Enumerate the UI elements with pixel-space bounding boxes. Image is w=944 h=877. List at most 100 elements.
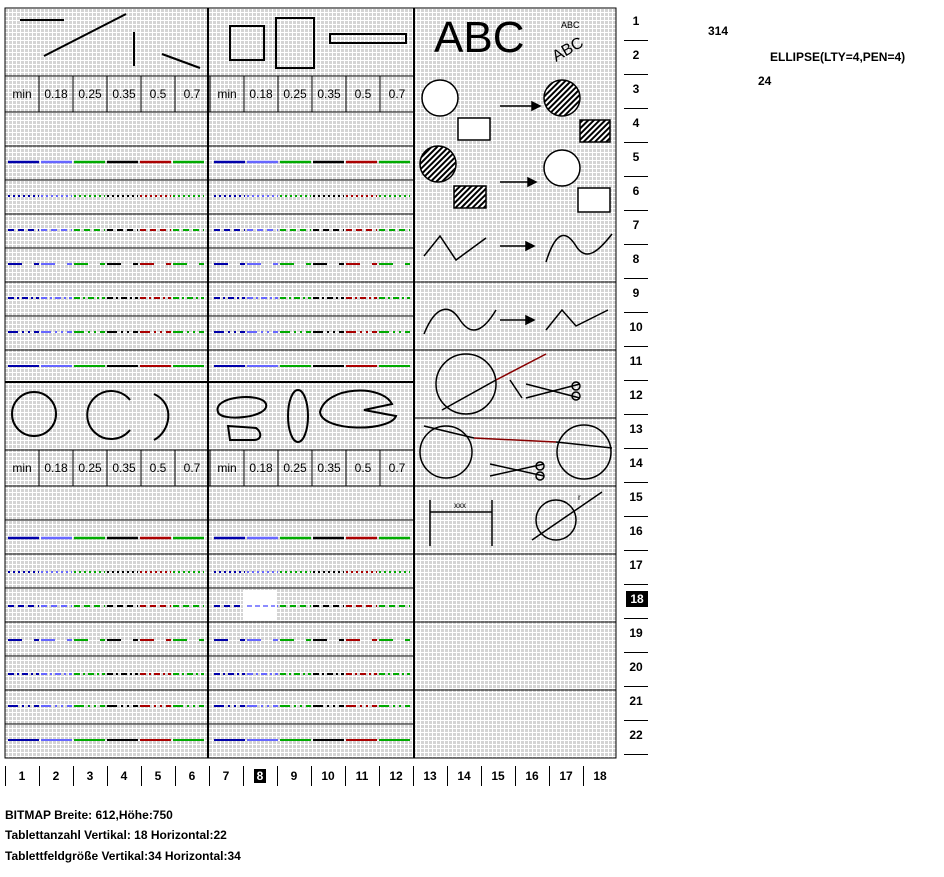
column-label-text: 17 <box>559 769 573 783</box>
column-label-8[interactable]: 8 <box>243 768 277 784</box>
column-label-5[interactable]: 5 <box>141 768 175 784</box>
column-label-17[interactable]: 17 <box>549 768 583 784</box>
row-label-6[interactable]: 6 <box>632 184 640 198</box>
polyline-to-curve-tool[interactable] <box>423 233 613 263</box>
pen-width-top-left-1[interactable]: 0.18 <box>44 87 68 101</box>
column-label-text: 5 <box>154 769 162 783</box>
row-label-10[interactable]: 10 <box>629 320 643 334</box>
row-label-19[interactable]: 19 <box>629 626 643 640</box>
row-label-2[interactable]: 2 <box>632 48 640 62</box>
fill-circle-tool[interactable] <box>421 79 611 143</box>
pen-width-top-mid-2[interactable]: 0.25 <box>283 87 307 101</box>
row-label-12[interactable]: 12 <box>629 388 643 402</box>
column-label-14[interactable]: 14 <box>447 768 481 784</box>
tablet-bitmap[interactable]: min 0.18 0.25 0.35 0.5 0.7 min 0.18 0.25 0.35 0.5 0… <box>0 0 620 762</box>
column-label-text: 3 <box>86 769 94 783</box>
row-label-8[interactable]: 8 <box>632 252 640 266</box>
dimension-tool[interactable]: xxx r <box>429 491 603 546</box>
row-label-11[interactable]: 11 <box>629 354 643 368</box>
pen-width-bottom-left-1[interactable]: 0.18 <box>44 461 68 475</box>
column-label-12[interactable]: 12 <box>379 768 413 784</box>
two-circles-cut-tool[interactable] <box>419 424 613 481</box>
pen-width-bottom-left-4[interactable]: 0.5 <box>150 461 167 475</box>
column-label-4[interactable]: 4 <box>107 768 141 784</box>
column-tick <box>141 766 142 786</box>
row-separator <box>624 618 648 619</box>
column-label-15[interactable]: 15 <box>481 768 515 784</box>
column-tick <box>209 766 210 786</box>
curve-to-polyline-tool[interactable] <box>423 308 609 335</box>
text-tool-big[interactable]: ABC <box>434 13 524 62</box>
circle-arc-tools[interactable] <box>11 390 170 441</box>
pen-width-top-left-4[interactable]: 0.5 <box>150 87 167 101</box>
row-separator <box>624 176 648 177</box>
pen-width-bottom-mid-3[interactable]: 0.35 <box>317 461 341 475</box>
column-tick <box>413 766 414 786</box>
pen-width-top-left-2[interactable]: 0.25 <box>78 87 102 101</box>
row-label-3[interactable]: 3 <box>632 82 640 96</box>
rectangle-tool-icons[interactable] <box>229 17 407 69</box>
column-label-16[interactable]: 16 <box>515 768 549 784</box>
pen-width-bottom-mid-1[interactable]: 0.18 <box>249 461 273 475</box>
pen-width-top-mid-0[interactable]: min <box>217 87 236 101</box>
column-label-7[interactable]: 7 <box>209 768 243 784</box>
column-label-1[interactable]: 1 <box>5 768 39 784</box>
column-tick <box>39 766 40 786</box>
row-separator <box>624 312 648 313</box>
row-label-18[interactable]: 18 <box>626 591 648 607</box>
column-label-11[interactable]: 11 <box>345 768 379 784</box>
line-tool-icons[interactable] <box>20 13 201 69</box>
row-separator <box>624 40 648 41</box>
column-label-10[interactable]: 10 <box>311 768 345 784</box>
row-label-9[interactable]: 9 <box>632 286 640 300</box>
pen-width-top-left-3[interactable]: 0.35 <box>112 87 136 101</box>
column-label-text: 1 <box>18 769 26 783</box>
column-label-2[interactable]: 2 <box>39 768 73 784</box>
ellipse-tools[interactable] <box>216 389 398 443</box>
unfill-circle-tool[interactable] <box>419 145 611 213</box>
row-label-22[interactable]: 22 <box>629 728 643 742</box>
pen-width-top-mid-1[interactable]: 0.18 <box>249 87 273 101</box>
column-label-text: 2 <box>52 769 60 783</box>
column-label-9[interactable]: 9 <box>277 768 311 784</box>
row-label-17[interactable]: 17 <box>629 558 643 572</box>
row-label-14[interactable]: 14 <box>629 456 643 470</box>
row-label-5[interactable]: 5 <box>632 150 640 164</box>
column-label-6[interactable]: 6 <box>175 768 209 784</box>
pen-width-bottom-left-0[interactable]: min <box>12 461 31 475</box>
row-separator <box>624 652 648 653</box>
row-label-1[interactable]: 1 <box>632 14 640 28</box>
svg-text:xxx: xxx <box>454 501 466 510</box>
row-label-4[interactable]: 4 <box>632 116 640 130</box>
pen-width-top-left-0[interactable]: min <box>12 87 31 101</box>
row-label-15[interactable]: 15 <box>629 490 643 504</box>
pen-width-bottom-left-2[interactable]: 0.25 <box>78 461 102 475</box>
row-label-20[interactable]: 20 <box>629 660 643 674</box>
row-separator <box>624 584 648 585</box>
column-label-text: 10 <box>321 769 335 783</box>
pen-width-top-mid-4[interactable]: 0.5 <box>355 87 372 101</box>
pen-width-bottom-left-5[interactable]: 0.7 <box>184 461 201 475</box>
column-label-18[interactable]: 18 <box>583 768 617 784</box>
pen-width-top-mid-5[interactable]: 0.7 <box>389 87 406 101</box>
row-label-21[interactable]: 21 <box>629 694 643 708</box>
row-separator <box>624 550 648 551</box>
row-label-13[interactable]: 13 <box>629 422 643 436</box>
circle-cut-tool[interactable] <box>435 353 581 415</box>
row-separator <box>624 414 648 415</box>
row-separator <box>624 516 648 517</box>
column-label-13[interactable]: 13 <box>413 768 447 784</box>
pen-width-bottom-mid-2[interactable]: 0.25 <box>283 461 307 475</box>
pen-width-bottom-left-3[interactable]: 0.35 <box>112 461 136 475</box>
pen-width-top-left-5[interactable]: 0.7 <box>184 87 201 101</box>
column-label-3[interactable]: 3 <box>73 768 107 784</box>
pen-width-bottom-mid-4[interactable]: 0.5 <box>355 461 372 475</box>
pen-width-bottom-mid-5[interactable]: 0.7 <box>389 461 406 475</box>
row-label-7[interactable]: 7 <box>632 218 640 232</box>
pen-width-bottom-mid-0[interactable]: min <box>217 461 236 475</box>
row-label-16[interactable]: 16 <box>629 524 643 538</box>
column-label-text: 15 <box>491 769 505 783</box>
selected-cell[interactable] <box>243 590 277 620</box>
pen-width-top-mid-3[interactable]: 0.35 <box>317 87 341 101</box>
text-tool-small[interactable]: ABC <box>561 20 580 30</box>
